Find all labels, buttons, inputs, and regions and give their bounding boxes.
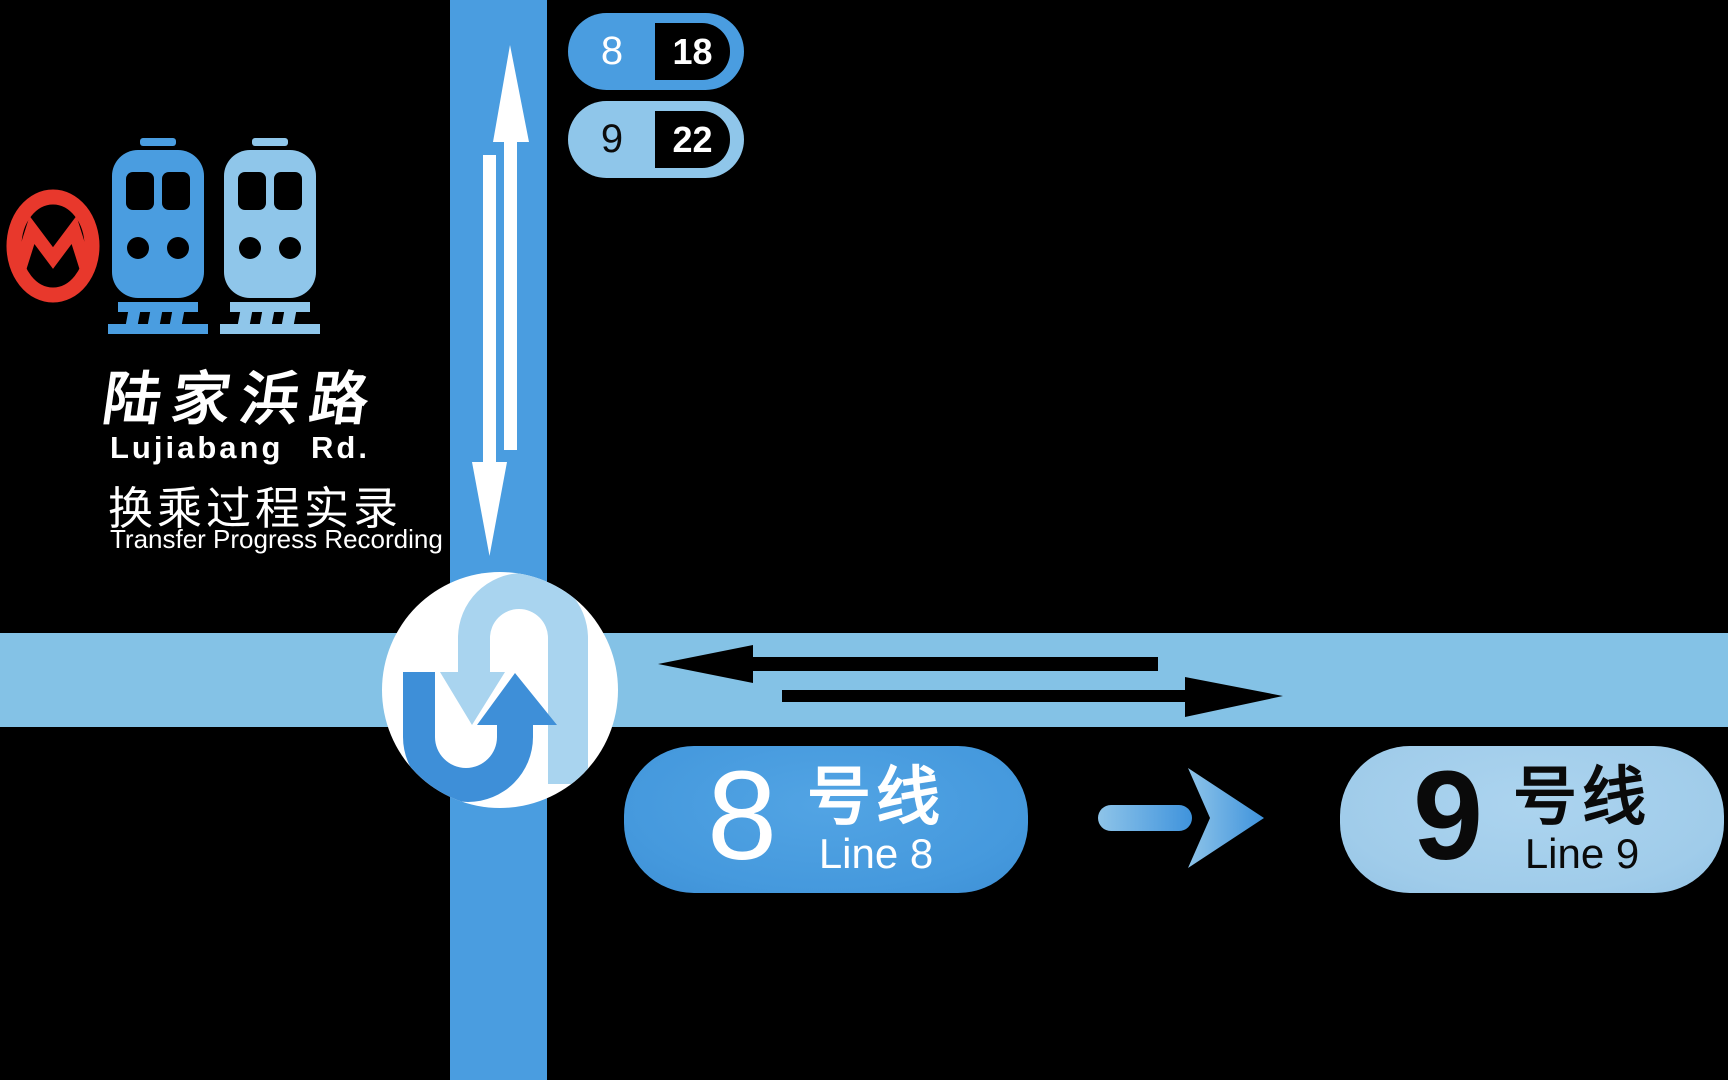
shanghai-metro-logo-icon bbox=[6, 189, 100, 303]
train-front-icon-line8 bbox=[108, 138, 208, 334]
pill-line-number: 8 bbox=[600, 29, 624, 73]
two-way-horizontal-arrows-icon bbox=[658, 645, 1283, 717]
train-front-icon-line9 bbox=[220, 138, 320, 334]
line8-vertical-band bbox=[450, 0, 547, 1080]
pill-door-value: 22 bbox=[655, 111, 730, 168]
station-name-en: Lujiabang Rd. bbox=[110, 430, 370, 465]
pill-line-number: 9 bbox=[600, 117, 624, 161]
line8-badge: 8 号线 Line 8 bbox=[624, 746, 1028, 893]
line8-label-en: Line 8 bbox=[818, 829, 934, 877]
line8-number: 8 bbox=[706, 744, 778, 886]
transfer-circle bbox=[382, 572, 618, 808]
line9-horizontal-band bbox=[0, 633, 1728, 727]
right-arrow-icon bbox=[1098, 768, 1264, 868]
line9-number: 9 bbox=[1412, 744, 1484, 886]
line9-suffix-cn: 号线 bbox=[1513, 760, 1652, 833]
pill-door-value: 18 bbox=[655, 23, 730, 80]
line9-badge: 9 号线 Line 9 bbox=[1340, 746, 1724, 893]
line8-door-pill: 8 18 bbox=[568, 13, 744, 90]
subtitle-en: Transfer Progress Recording bbox=[110, 524, 443, 554]
interlocked-u-turn-arrows-icon bbox=[403, 573, 588, 802]
line9-door-pill: 9 22 bbox=[568, 101, 744, 178]
two-way-vertical-arrow-icon bbox=[472, 45, 529, 556]
line8-suffix-cn: 号线 bbox=[807, 760, 946, 833]
line9-label-en: Line 9 bbox=[1524, 829, 1640, 877]
station-name-cn: 陆家浜路 bbox=[98, 367, 384, 432]
subtitle-cn: 换乘过程实录 bbox=[108, 483, 403, 534]
